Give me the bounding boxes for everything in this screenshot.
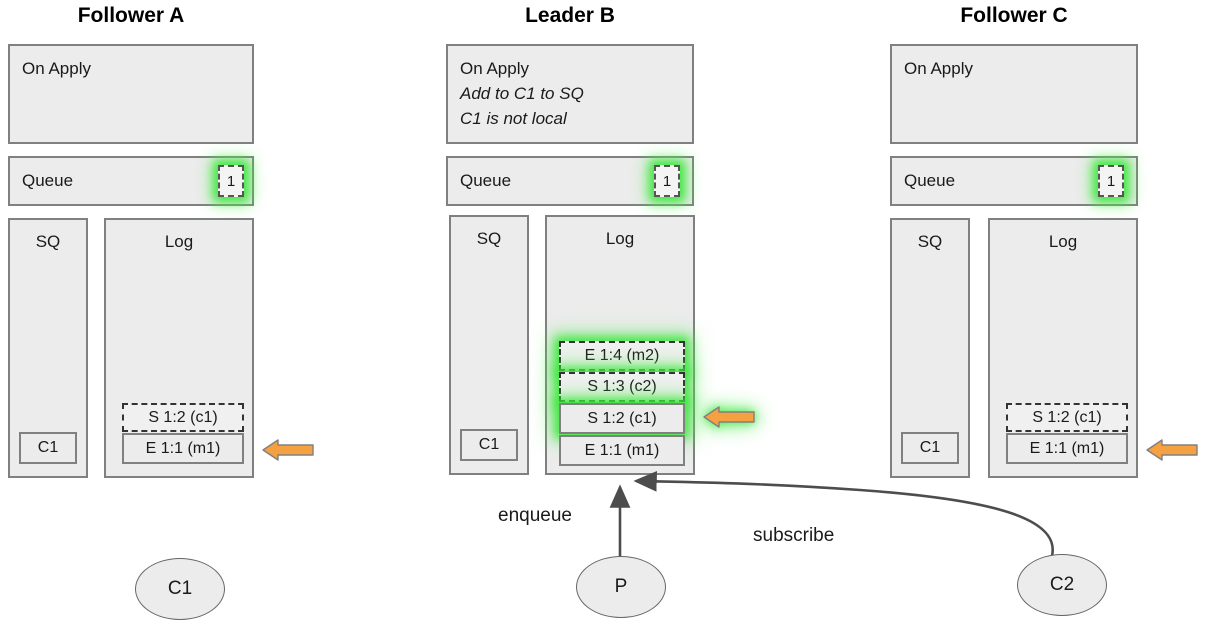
log-entry: S 1:2 (c1) (1006, 403, 1128, 432)
queue-panel-follower-c: Queue 1 (890, 156, 1138, 206)
client-node-p[interactable]: P (576, 556, 666, 618)
log-panel-follower-c: Log S 1:2 (c1) E 1:1 (m1) (988, 218, 1138, 478)
queue-label: Queue (22, 171, 74, 190)
log-header: Log (164, 232, 194, 251)
log-entry: S 1:2 (c1) (559, 403, 685, 434)
node-title-follower-a: Follower A (77, 4, 185, 27)
sq-panel-follower-a: SQ C1 (8, 218, 88, 478)
commit-arrow-leader-b (703, 404, 755, 430)
queue-badge: 1 (1098, 165, 1124, 197)
log-entry: E 1:1 (m1) (559, 435, 685, 466)
commit-arrow-follower-c (1146, 437, 1198, 463)
node-title-follower-c: Follower C (960, 4, 1068, 27)
log-panel-leader-b: Log E 1:4 (m2) S 1:3 (c2) S 1:2 (c1) E 1… (545, 215, 695, 475)
sq-item: C1 (460, 429, 518, 461)
node-title-leader-b: Leader B (525, 4, 615, 27)
client-node-c2[interactable]: C2 (1017, 554, 1107, 616)
sq-header: SQ (917, 232, 943, 251)
sq-item: C1 (19, 432, 77, 464)
log-header: Log (605, 229, 635, 248)
client-node-c1[interactable]: C1 (135, 558, 225, 620)
sq-header: SQ (35, 232, 61, 251)
sq-panel-leader-b: SQ C1 (449, 215, 529, 475)
on-apply-panel-leader-b: On Apply Add to C1 to SQ C1 is not local (446, 44, 694, 144)
sq-panel-follower-c: SQ C1 (890, 218, 970, 478)
on-apply-heading: On Apply (904, 59, 973, 78)
log-header: Log (1048, 232, 1078, 251)
queue-badge: 1 (654, 165, 680, 197)
queue-badge: 1 (218, 165, 244, 197)
on-apply-heading: On Apply (460, 59, 529, 78)
log-entry: E 1:4 (m2) (559, 341, 685, 371)
log-entry: S 1:2 (c1) (122, 403, 244, 432)
edge-subscribe (633, 470, 1054, 557)
log-entry: E 1:1 (m1) (122, 433, 244, 464)
edge-label-enqueue: enqueue (498, 505, 572, 526)
on-apply-note: C1 is not local (460, 109, 567, 128)
queue-label: Queue (460, 171, 512, 190)
queue-panel-follower-a: Queue 1 (8, 156, 254, 206)
sq-header: SQ (476, 229, 502, 248)
on-apply-heading: On Apply (22, 59, 91, 78)
log-entry: S 1:3 (c2) (559, 372, 685, 402)
on-apply-panel-follower-a: On Apply (8, 44, 254, 144)
on-apply-panel-follower-c: On Apply (890, 44, 1138, 144)
queue-panel-leader-b: Queue 1 (446, 156, 694, 206)
sq-item: C1 (901, 432, 959, 464)
log-panel-follower-a: Log S 1:2 (c1) E 1:1 (m1) (104, 218, 254, 478)
queue-label: Queue (904, 171, 956, 190)
commit-arrow-follower-a (262, 437, 314, 463)
on-apply-note: Add to C1 to SQ (460, 84, 584, 103)
edge-label-subscribe: subscribe (753, 525, 835, 546)
log-entry: E 1:1 (m1) (1006, 433, 1128, 464)
